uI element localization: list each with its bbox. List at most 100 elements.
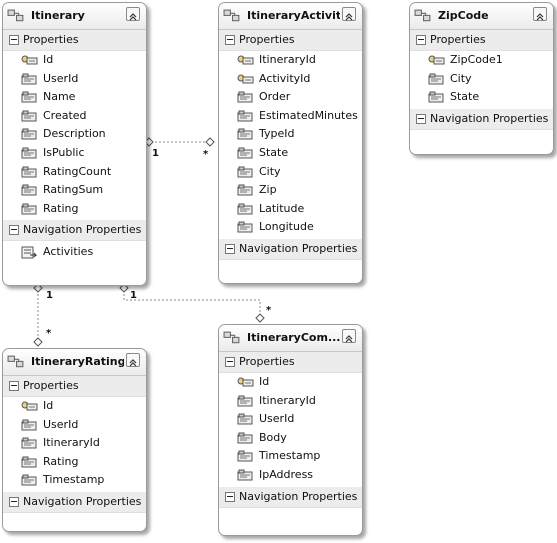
- property-row[interactable]: IsPublic: [3, 144, 146, 163]
- navigation-properties-label: Navigation Properties: [23, 494, 142, 508]
- property-row[interactable]: TypeId: [219, 125, 362, 144]
- navigation-section-header[interactable]: Navigation Properties: [219, 238, 362, 260]
- association-end-marker: [144, 137, 154, 147]
- property-row[interactable]: State: [410, 88, 553, 107]
- multiplicity-label: *: [266, 305, 272, 316]
- property-row[interactable]: City: [219, 163, 362, 182]
- property-name: Id: [259, 375, 270, 388]
- entity-icon: [223, 8, 241, 24]
- association-end-marker: [119, 283, 129, 293]
- property-row[interactable]: ItineraryId: [3, 434, 146, 453]
- property-row[interactable]: Latitude: [219, 200, 362, 219]
- entity-title: Itinerary: [31, 9, 85, 22]
- property-row[interactable]: RatingCount: [3, 163, 146, 182]
- property-row[interactable]: Longitude: [219, 218, 362, 237]
- property-row[interactable]: State: [219, 144, 362, 163]
- multiplicity-label: *: [203, 149, 209, 160]
- property-row[interactable]: ActivityId: [219, 70, 362, 89]
- collapse-chevron-icon[interactable]: [126, 7, 140, 21]
- property-icon: [21, 146, 38, 160]
- entity-title: ItineraryRating: [31, 355, 124, 368]
- association-end-marker: [33, 337, 43, 347]
- property-row[interactable]: Created: [3, 107, 146, 126]
- property-name: State: [259, 145, 289, 159]
- property-name: Latitude: [259, 201, 305, 215]
- properties-section-header[interactable]: Properties: [219, 30, 362, 51]
- property-icon: [237, 109, 254, 123]
- collapse-chevron-icon[interactable]: [126, 353, 140, 367]
- property-row[interactable]: RatingSum: [3, 181, 146, 200]
- collapse-chevron-icon[interactable]: [342, 7, 356, 21]
- properties-section-header[interactable]: Properties: [219, 352, 362, 373]
- navigation-section-header[interactable]: Navigation Properties: [410, 108, 553, 130]
- property-row[interactable]: UserId: [219, 410, 362, 429]
- properties-label: Properties: [23, 379, 79, 392]
- property-icon: [237, 468, 254, 482]
- property-name: Timestamp: [259, 449, 321, 463]
- entity-header[interactable]: ItineraryCom...: [219, 325, 362, 352]
- property-row[interactable]: ItineraryId: [219, 51, 362, 70]
- property-row[interactable]: Rating: [3, 453, 146, 472]
- property-row[interactable]: ZipCode1: [410, 51, 553, 70]
- property-row[interactable]: Id: [219, 373, 362, 392]
- property-row[interactable]: Id: [3, 397, 146, 416]
- collapse-minus-icon[interactable]: [9, 225, 19, 236]
- collapse-chevron-icon[interactable]: [342, 329, 356, 343]
- property-icon: [237, 449, 254, 463]
- collapse-minus-icon[interactable]: [225, 35, 235, 45]
- collapse-minus-icon[interactable]: [9, 35, 19, 45]
- property-row[interactable]: Timestamp: [219, 447, 362, 466]
- property-icon: [21, 109, 38, 123]
- property-row[interactable]: Order: [219, 88, 362, 107]
- properties-section-header[interactable]: Properties: [3, 30, 146, 51]
- multiplicity-label: 1: [46, 290, 53, 301]
- navigation-section-header[interactable]: Navigation Properties: [3, 491, 146, 513]
- property-row[interactable]: Timestamp: [3, 471, 146, 490]
- collapse-minus-icon[interactable]: [9, 496, 19, 507]
- navigation-properties-label: Navigation Properties: [23, 223, 142, 237]
- entity-header[interactable]: ZipCode: [410, 3, 553, 30]
- collapse-minus-icon[interactable]: [225, 357, 235, 367]
- collapse-chevron-icon[interactable]: [533, 7, 547, 21]
- property-row[interactable]: UserId: [3, 70, 146, 89]
- property-icon: [237, 183, 254, 197]
- collapse-minus-icon[interactable]: [225, 491, 235, 502]
- property-row[interactable]: City: [410, 70, 553, 89]
- property-row[interactable]: EstimatedMinutes: [219, 107, 362, 126]
- collapse-minus-icon[interactable]: [9, 381, 19, 391]
- properties-section-header[interactable]: Properties: [410, 30, 553, 51]
- property-row[interactable]: Description: [3, 125, 146, 144]
- association-line-itinerary-comment: [123, 290, 261, 316]
- property-row[interactable]: Rating: [3, 200, 146, 219]
- property-name: ItineraryId: [259, 53, 316, 66]
- properties-section-header[interactable]: Properties: [3, 376, 146, 397]
- property-row[interactable]: Zip: [219, 181, 362, 200]
- properties-label: Properties: [239, 33, 295, 46]
- entity-title: ItineraryActivity: [247, 9, 340, 22]
- property-icon: [21, 127, 38, 141]
- collapse-minus-icon[interactable]: [225, 243, 235, 254]
- property-row[interactable]: Id: [3, 51, 146, 70]
- collapse-minus-icon[interactable]: [416, 35, 426, 45]
- property-row[interactable]: IpAddress: [219, 466, 362, 485]
- entity-icon: [7, 8, 25, 24]
- navigation-section-header[interactable]: Navigation Properties: [219, 486, 362, 508]
- properties-label: Properties: [430, 33, 486, 46]
- navigation-section-header[interactable]: Navigation Properties: [3, 220, 146, 242]
- entity-header[interactable]: ItineraryRating: [3, 349, 146, 376]
- property-row[interactable]: Body: [219, 429, 362, 448]
- entity-header[interactable]: ItineraryActivity: [219, 3, 362, 30]
- property-icon: [21, 473, 38, 487]
- collapse-minus-icon[interactable]: [416, 113, 426, 124]
- entity-header[interactable]: Itinerary: [3, 3, 146, 30]
- property-name: UserId: [259, 412, 295, 426]
- property-row[interactable]: ItineraryId: [219, 392, 362, 411]
- navigation-property-row[interactable]: Activities: [3, 243, 146, 262]
- property-row[interactable]: Name: [3, 88, 146, 107]
- property-row[interactable]: UserId: [3, 416, 146, 435]
